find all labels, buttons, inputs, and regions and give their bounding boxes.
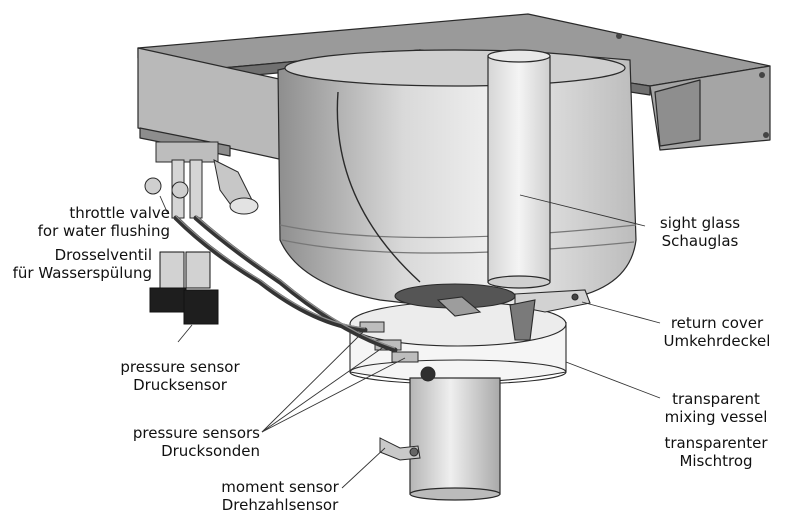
sight-glass-tube <box>487 49 551 289</box>
return-cover-de: Umkehrdeckel <box>663 332 771 350</box>
pressure-sensors-de: Drucksonden <box>161 442 260 460</box>
transparent-vessel-de-line1: transparenter <box>664 434 768 452</box>
throttle-valve-en-line1: throttle valve <box>69 204 170 222</box>
transparent-vessel-label-de: transparenter Mischtrog <box>646 434 786 470</box>
return-cover-label: return cover Umkehrdeckel <box>650 314 784 350</box>
pressure-sensors-label: pressure sensors Drucksonden <box>100 424 260 460</box>
pressure-sensors-en: pressure sensors <box>132 424 260 442</box>
moment-sensor-en: moment sensor <box>221 478 339 496</box>
return-cover-en: return cover <box>670 314 764 332</box>
sight-glass-label: sight glass Schauglas <box>640 214 760 250</box>
drive-shaft-housing <box>409 377 501 501</box>
hoses-highlight <box>175 215 396 349</box>
transparent-vessel-en-line2: mixing vessel <box>664 408 768 426</box>
pressure-sensor-en: pressure sensor <box>120 358 240 376</box>
sight-glass-de: Schauglas <box>661 232 739 250</box>
moment-sensor-fitting <box>379 437 421 461</box>
transparent-vessel-label-en: transparent mixing vessel <box>646 390 786 426</box>
transparent-vessel-en-line1: transparent <box>672 390 760 408</box>
throttle-valve-de-line2: für Wasserspülung <box>12 264 152 282</box>
hoses <box>173 215 398 353</box>
moment-sensor-de: Drehzahlsensor <box>221 496 339 514</box>
pressure-sensor-label: pressure sensor Drucksensor <box>100 358 260 394</box>
throttle-valve-de-line1: Drosselventil <box>54 246 152 264</box>
transparent-vessel-de-line2: Mischtrog <box>679 452 753 470</box>
leader-lines <box>159 194 661 489</box>
throttle-valve-label-en: throttle valve for water flushing <box>10 204 170 240</box>
throttle-valve-assembly <box>144 141 259 219</box>
throttle-valve-en-line2: for water flushing <box>37 222 170 240</box>
return-cover <box>436 289 591 341</box>
pressure-sensor-body <box>149 251 219 325</box>
pressure-sensor-de: Drucksensor <box>133 376 227 394</box>
throttle-valve-label-de: Drosselventil für Wasserspülung <box>10 246 152 282</box>
mixing-bowl <box>277 49 637 307</box>
sight-glass-en: sight glass <box>659 214 741 232</box>
moment-sensor-label: moment sensor Drehzahlsensor <box>200 478 360 514</box>
